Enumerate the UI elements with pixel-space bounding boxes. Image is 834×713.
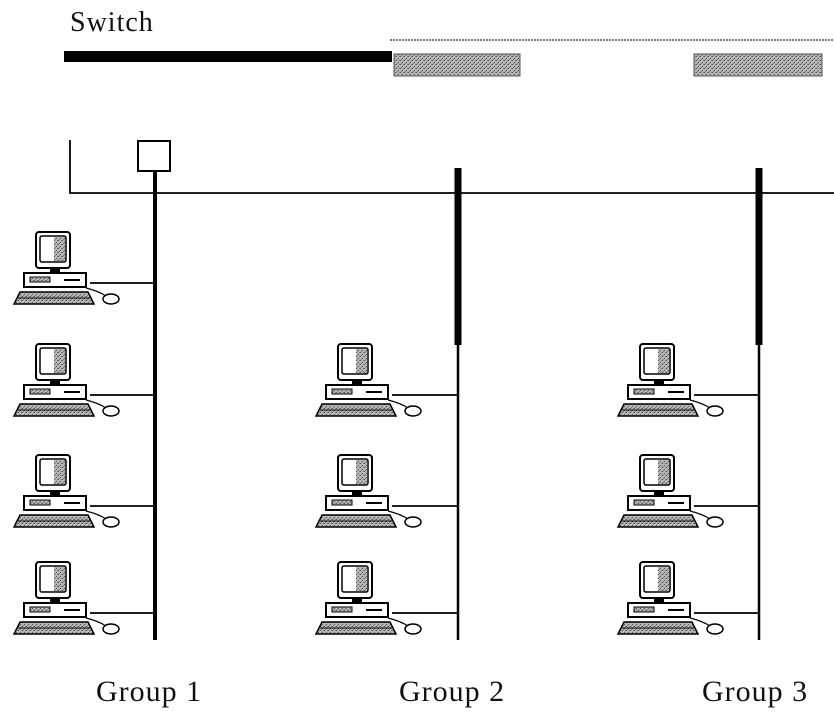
computer-icon bbox=[13, 231, 120, 305]
switch-label: Switch bbox=[70, 7, 154, 38]
computer-icon bbox=[617, 454, 724, 528]
group-1-label: Group 1 bbox=[96, 675, 202, 708]
group-3-label: Group 3 bbox=[702, 675, 808, 708]
group-3-computers bbox=[617, 343, 759, 635]
group-1-computers bbox=[13, 231, 155, 635]
group-2-label: Group 2 bbox=[399, 675, 505, 708]
computer-icon bbox=[315, 343, 422, 417]
uplink-line bbox=[69, 140, 834, 194]
computer-icon bbox=[13, 454, 120, 528]
computer-icon bbox=[617, 561, 724, 635]
switch-backplane bbox=[64, 51, 392, 62]
switch-port-group-3 bbox=[693, 53, 823, 77]
switch-port-group-2 bbox=[393, 53, 521, 77]
computer-icon bbox=[617, 343, 724, 417]
computer-icon bbox=[13, 561, 120, 635]
uplink-connector-box bbox=[137, 140, 171, 172]
group-2-computers bbox=[315, 343, 458, 635]
computer-icon bbox=[315, 561, 422, 635]
computer-icon bbox=[315, 454, 422, 528]
computer-icon bbox=[13, 343, 120, 417]
